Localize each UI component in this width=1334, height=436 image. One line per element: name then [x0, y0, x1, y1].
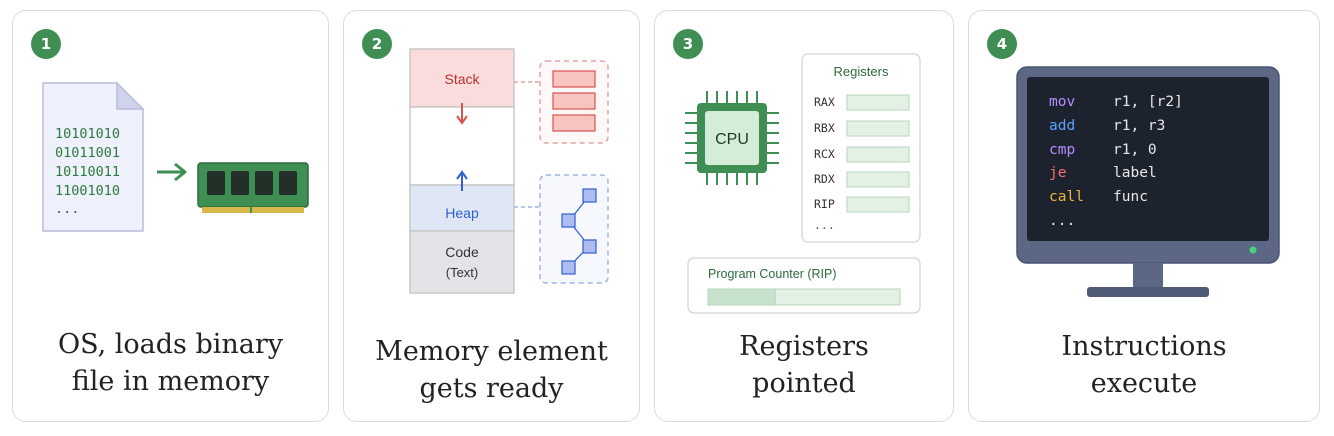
register-value [846, 171, 910, 188]
monitor-icon [1016, 66, 1280, 297]
binary-line: 11001010 [55, 183, 120, 199]
binary-line: 10101010 [55, 126, 120, 142]
monitor-illustration: mov r1, [r2] add r1, r3 cmp r1, 0 je lab… [1016, 66, 1280, 297]
register-name: RDX [814, 172, 835, 186]
cpu-label: CPU [715, 131, 749, 148]
code-opcode: je [1049, 165, 1066, 181]
register-value [846, 196, 910, 213]
code-operands: func [1113, 189, 1148, 205]
stack-label: Stack [444, 71, 480, 87]
binary-line: 01011001 [55, 145, 120, 161]
binary-load-illustration: 10101010 01011001 10110011 11001010 ... [42, 81, 309, 232]
binary-file-icon [42, 81, 145, 232]
binary-line: ... [55, 201, 79, 217]
program-counter-fill [707, 288, 776, 306]
code-operands: r1, [r2] [1113, 94, 1183, 110]
heap-label: Heap [445, 205, 479, 221]
code-opcode: add [1049, 118, 1075, 134]
register-name: ... [814, 218, 835, 232]
register-name: RCX [814, 147, 835, 161]
step-caption-4: Instructions execute [1061, 331, 1227, 399]
code-label: Code [445, 244, 479, 260]
code-operands: r1, r3 [1113, 118, 1165, 134]
stack-frame [552, 70, 596, 88]
step-badge-3: 3 [673, 29, 703, 59]
register-value [846, 146, 910, 163]
code-ellipsis: ... [1049, 213, 1075, 229]
code-opcode: mov [1049, 94, 1075, 110]
memory-layout-illustration: Stack Heap Code (Text) [409, 48, 609, 294]
arrow-up-icon [456, 170, 468, 191]
code-operands: label [1113, 165, 1157, 181]
binary-line: 10110011 [55, 164, 120, 180]
code-segment [409, 230, 515, 294]
step-badge-4: 4 [987, 29, 1017, 59]
step-card-1: 1 10101010 01011001 10110011 11001010 ..… [12, 10, 329, 422]
register-name: RIP [814, 197, 835, 211]
register-value [846, 120, 910, 137]
stack-frame [552, 114, 596, 132]
stack-segment [409, 48, 515, 108]
code-label-sub: (Text) [446, 265, 479, 280]
heap-segment [409, 184, 515, 232]
step-caption-1: OS, loads binary file in memory [57, 329, 284, 397]
registers-illustration: CPU Registers RAX RBX RCX RDX RIP ... Pr… [685, 53, 921, 314]
register-name: RAX [814, 95, 835, 109]
arrow-down-icon [456, 103, 468, 125]
code-operands: r1, 0 [1113, 142, 1157, 158]
code-opcode: cmp [1049, 142, 1075, 158]
step-caption-3: Registers pointed [739, 331, 869, 399]
stack-frame [552, 92, 596, 110]
program-counter-label: Program Counter (RIP) [708, 267, 837, 281]
step-card-3: 3 CPU Registers RAX [654, 10, 954, 422]
code-opcode: call [1049, 189, 1084, 205]
register-name: RBX [814, 121, 835, 135]
step-card-2: 2 Stack Heap Code (Text) [343, 10, 640, 422]
step-badge-1: 1 [31, 29, 61, 59]
step-caption-2: Memory element gets ready [375, 336, 608, 404]
arrow-right-icon [157, 162, 187, 182]
step-card-4: 4 mov r1, [r2] add r1, r3 cmp r1, 0 je l… [968, 10, 1320, 422]
heap-graph-icon [561, 188, 597, 275]
step-badge-2: 2 [362, 29, 392, 59]
cpu-chip-icon [685, 91, 779, 185]
register-value [846, 94, 910, 111]
registers-title: Registers [834, 64, 889, 79]
ram-module-icon [197, 162, 309, 213]
